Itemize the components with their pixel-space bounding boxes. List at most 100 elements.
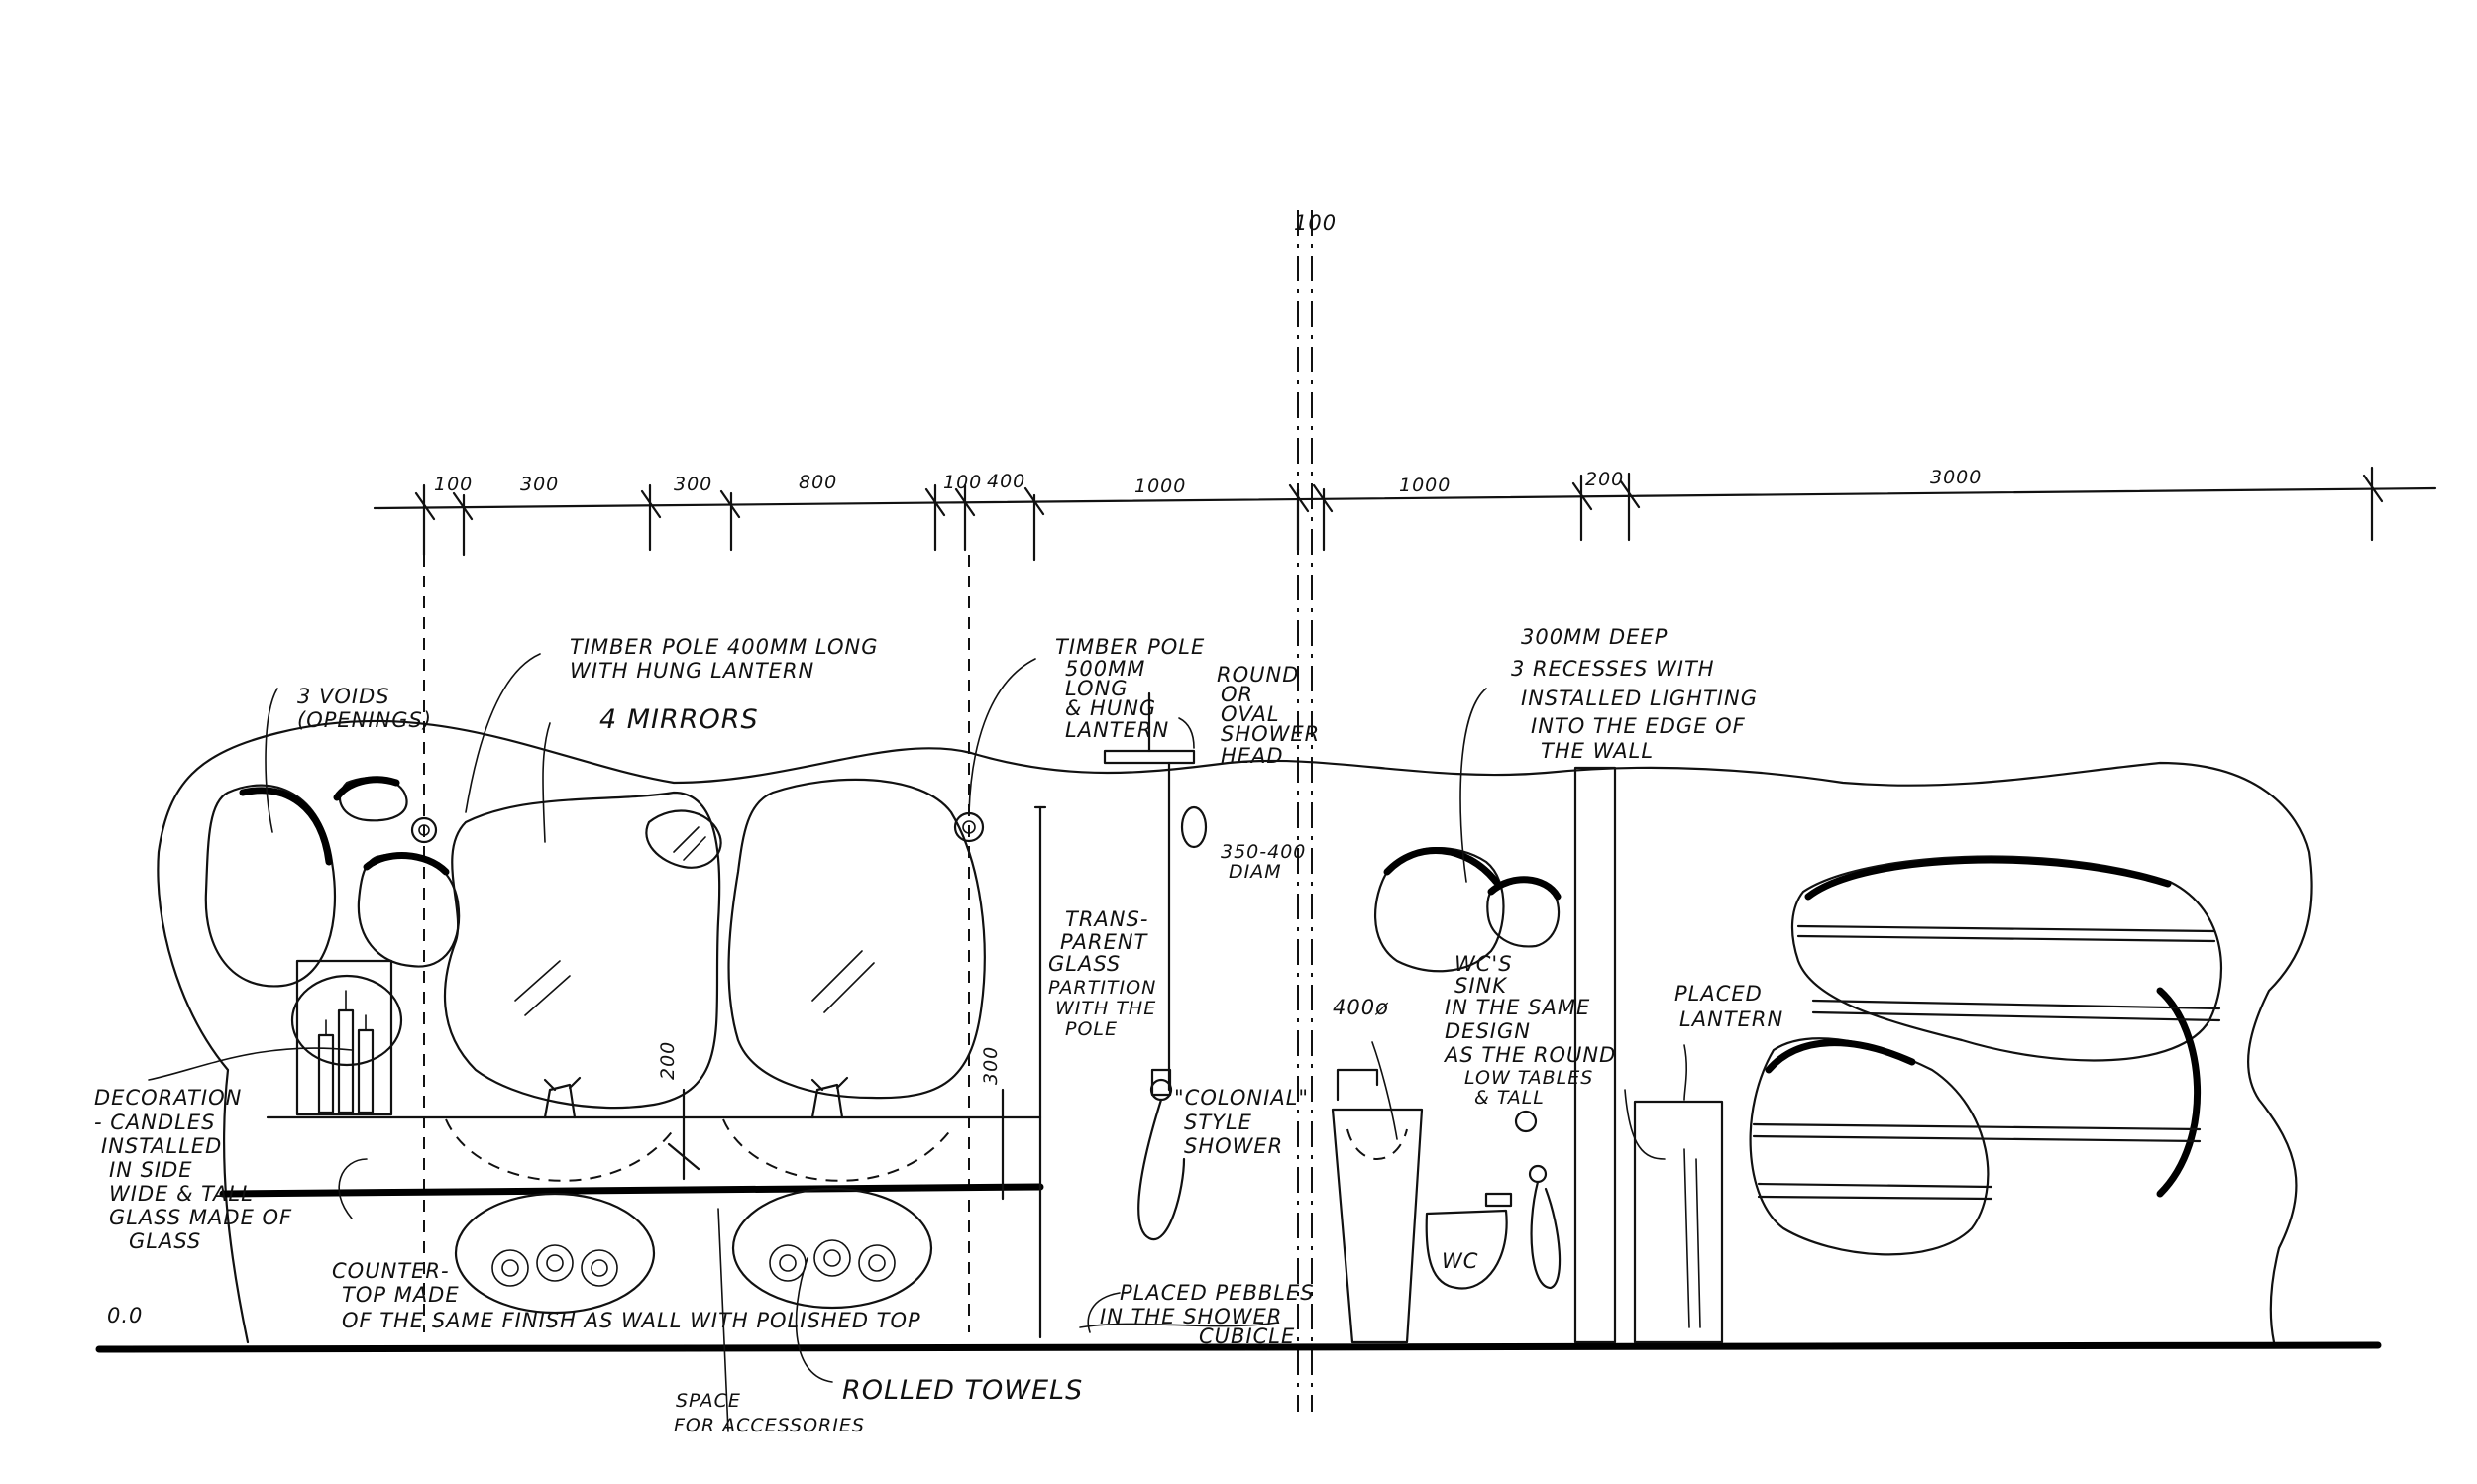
svg-text:DIAM: DIAM [1229, 861, 1282, 883]
svg-text:POLE: POLE [1065, 1018, 1118, 1040]
svg-text:GLASS MADE OF: GLASS MADE OF [109, 1206, 292, 1229]
candles-decoration [290, 959, 403, 1116]
alignment-lines [423, 555, 970, 1332]
svg-text:OR: OR [1221, 683, 1253, 706]
mirror [443, 791, 721, 1110]
wall-recess [1790, 855, 2223, 1062]
dimension-values: 100 300 300 800 100 400 1000 1000 200 30… [434, 467, 1982, 497]
organic-wall-outline [157, 719, 2313, 1344]
dim-height: 200 [657, 1041, 679, 1080]
svg-text:IN THE SHOWER: IN THE SHOWER [1100, 1305, 1282, 1328]
svg-text:GLASS: GLASS [129, 1229, 201, 1253]
dim-value: 100 [943, 472, 982, 493]
svg-text:GLASS: GLASS [1048, 952, 1121, 976]
centerline-label: 100 [1294, 211, 1337, 235]
note-counter: COUNTER- TOP MADE OF THE SAME FINISH AS … [332, 1259, 921, 1332]
svg-text:WITH HUNG LANTERN: WITH HUNG LANTERN [570, 659, 814, 683]
mirror [645, 809, 722, 869]
svg-text:TRANS-: TRANS- [1065, 907, 1148, 931]
svg-text:500MM: 500MM [1065, 657, 1145, 681]
svg-text:LONG: LONG [1065, 677, 1129, 700]
dimension-ticks [414, 466, 2384, 562]
shower-head-icon [1103, 749, 1196, 765]
dim-value: 1000 [1399, 475, 1451, 496]
svg-text:ROUND: ROUND [1217, 663, 1299, 687]
note-shower-size: 350-400 DIAM [1221, 841, 1306, 883]
rolled-towels [454, 1187, 933, 1315]
svg-text:& TALL: & TALL [1474, 1087, 1545, 1109]
dim-value: 400 [987, 471, 1025, 492]
svg-text:STYLE: STYLE [1184, 1111, 1252, 1134]
vanity-counter: 200 300 [219, 1041, 1044, 1201]
svg-text:HEAD: HEAD [1221, 744, 1284, 768]
svg-text:300MM DEEP: 300MM DEEP [1521, 625, 1668, 649]
voids-and-mirrors [204, 776, 986, 1110]
placed-lantern [1633, 1100, 1724, 1344]
svg-text:DECORATION: DECORATION [94, 1086, 242, 1110]
svg-text:LANTERN: LANTERN [1679, 1007, 1783, 1031]
dim-value: 200 [1585, 469, 1624, 490]
wc-label: WC [1442, 1249, 1478, 1273]
svg-text:PARENT: PARENT [1060, 930, 1149, 954]
svg-text:- CANDLES: - CANDLES [94, 1111, 215, 1134]
note-timber-pole-400: TIMBER POLE 400MM LONG WITH HUNG LANTERN [570, 635, 878, 683]
svg-text:LANTERN: LANTERN [1065, 718, 1169, 742]
svg-text:OVAL: OVAL [1221, 702, 1280, 726]
svg-text:INTO THE EDGE OF: INTO THE EDGE OF [1531, 714, 1746, 738]
svg-text:SINK: SINK [1454, 974, 1508, 998]
svg-text:PARTITION: PARTITION [1048, 977, 1156, 999]
mirror [727, 778, 986, 1100]
svg-text:TIMBER POLE 400MM LONG: TIMBER POLE 400MM LONG [570, 635, 878, 659]
svg-text:"COLONIAL": "COLONIAL" [1174, 1086, 1309, 1110]
svg-text:& HUNG: & HUNG [1065, 696, 1156, 720]
svg-text:350-400: 350-400 [1221, 841, 1306, 863]
svg-text:3 RECESSES WITH: 3 RECESSES WITH [1511, 657, 1715, 681]
note-glass-partition: TRANS- PARENT GLASS PARTITION WITH THE P… [1048, 907, 1156, 1040]
svg-text:IN THE SAME: IN THE SAME [1445, 996, 1590, 1019]
datum-label: 0.0 [107, 1304, 143, 1327]
shower-cubicle [1033, 691, 1279, 1339]
note-pebbles: PLACED PEBBLES IN THE SHOWER CUBICLE [1100, 1281, 1315, 1348]
svg-text:DESIGN: DESIGN [1445, 1019, 1531, 1043]
note-decoration: DECORATION - CANDLES INSTALLED IN SIDE W… [94, 1086, 292, 1253]
hand-shower-icon [1180, 805, 1208, 849]
dim-value: 300 [674, 474, 712, 495]
svg-text:TOP MADE: TOP MADE [342, 1283, 460, 1307]
hung-lantern-icon [953, 811, 985, 843]
svg-text:OF THE SAME FINISH AS WALL WIT: OF THE SAME FINISH AS WALL WITH POLISHED… [342, 1309, 921, 1332]
note-wc-sink: WC'S SINK IN THE SAME DESIGN AS THE ROUN… [1443, 952, 1615, 1109]
svg-text:IN SIDE: IN SIDE [109, 1158, 193, 1182]
dim-height: 300 [980, 1046, 1002, 1085]
leader-lines [148, 653, 1687, 1432]
note-rolled-towels: ROLLED TOWELS [842, 1375, 1083, 1406]
wc-area: WC [1331, 766, 1724, 1344]
annotations: 3 VOIDS (OPENINGS) TIMBER POLE 400MM LON… [94, 625, 1783, 1436]
svg-text:INSTALLED: INSTALLED [101, 1134, 222, 1158]
svg-text:COUNTER-: COUNTER- [332, 1259, 450, 1283]
dim-value: 800 [799, 472, 837, 493]
centerline: 100 [1294, 210, 1337, 1412]
svg-text:SHOWER: SHOWER [1221, 722, 1320, 746]
round-column [1573, 766, 1617, 1344]
wall-recess [1749, 1037, 1990, 1256]
hung-lantern-icon [410, 816, 438, 844]
note-recesses: 300MM DEEP 3 RECESSES WITH INSTALLED LIG… [1511, 625, 1758, 763]
dim-value: 1000 [1134, 476, 1186, 497]
note-voids: 3 VOIDS (OPENINGS) [297, 685, 432, 732]
svg-text:INSTALLED LIGHTING: INSTALLED LIGHTING [1521, 687, 1758, 710]
svg-text:PLACED PEBBLES: PLACED PEBBLES [1120, 1281, 1315, 1305]
right-recesses [1749, 855, 2223, 1256]
svg-text:WIDE & TALL: WIDE & TALL [109, 1182, 254, 1206]
svg-text:CUBICLE: CUBICLE [1199, 1325, 1295, 1348]
note-colonial-shower: "COLONIAL" STYLE SHOWER [1174, 1086, 1309, 1158]
dim-value: 3000 [1930, 467, 1982, 488]
svg-text:(OPENINGS): (OPENINGS) [297, 708, 432, 732]
svg-text:3 VOIDS: 3 VOIDS [297, 685, 390, 708]
svg-text:WC'S: WC'S [1454, 952, 1513, 976]
note-mirrors: 4 MIRRORS [599, 704, 759, 735]
svg-text:SHOWER: SHOWER [1184, 1134, 1283, 1158]
dimension-line [373, 486, 2437, 510]
svg-text:FOR ACCESSORIES: FOR ACCESSORIES [674, 1415, 865, 1436]
wc-sink [1331, 1108, 1424, 1344]
